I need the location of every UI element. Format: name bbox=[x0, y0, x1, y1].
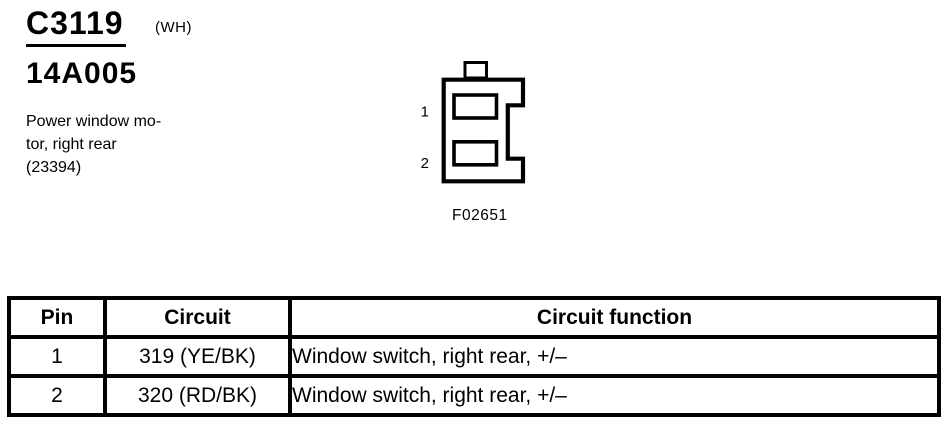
table-row: 2 320 (RD/BK) Window switch, right rear,… bbox=[7, 374, 941, 417]
table-header-row: Pin Circuit Circuit function bbox=[7, 296, 941, 339]
pin-value: 1 bbox=[7, 335, 107, 378]
figure-id-label: F02651 bbox=[452, 207, 508, 224]
header-pin: Pin bbox=[7, 296, 107, 339]
connector-tab-outline bbox=[463, 61, 488, 80]
circuit-function-value: Window switch, right rear, +/– bbox=[288, 335, 941, 378]
header-circuit-function: Circuit function bbox=[288, 296, 941, 339]
connector-face-diagram: 1 2 bbox=[421, 61, 526, 184]
pin-cavity-1 bbox=[452, 93, 499, 120]
circuit-value: 319 (YE/BK) bbox=[103, 335, 292, 378]
circuit-value: 320 (RD/BK) bbox=[103, 374, 292, 417]
pin-label-2: 2 bbox=[421, 155, 429, 172]
pin-label-1: 1 bbox=[421, 104, 429, 121]
header-circuit: Circuit bbox=[103, 296, 292, 339]
circuit-function-value: Window switch, right rear, +/– bbox=[288, 374, 941, 417]
connector-id-heading: C3119 bbox=[26, 5, 126, 47]
pinout-table: Pin Circuit Circuit function 1 319 (YE/B… bbox=[7, 296, 941, 417]
pin-value: 2 bbox=[7, 374, 107, 417]
pin-cavity-2 bbox=[452, 140, 499, 167]
connector-body-outline bbox=[441, 77, 526, 184]
connector-description: Power window mo- tor, right rear (23394) bbox=[26, 113, 162, 176]
connector-color-code: (WH) bbox=[155, 19, 192, 36]
table-row: 1 319 (YE/BK) Window switch, right rear,… bbox=[7, 335, 941, 378]
part-number-label: 14A005 bbox=[26, 57, 138, 90]
